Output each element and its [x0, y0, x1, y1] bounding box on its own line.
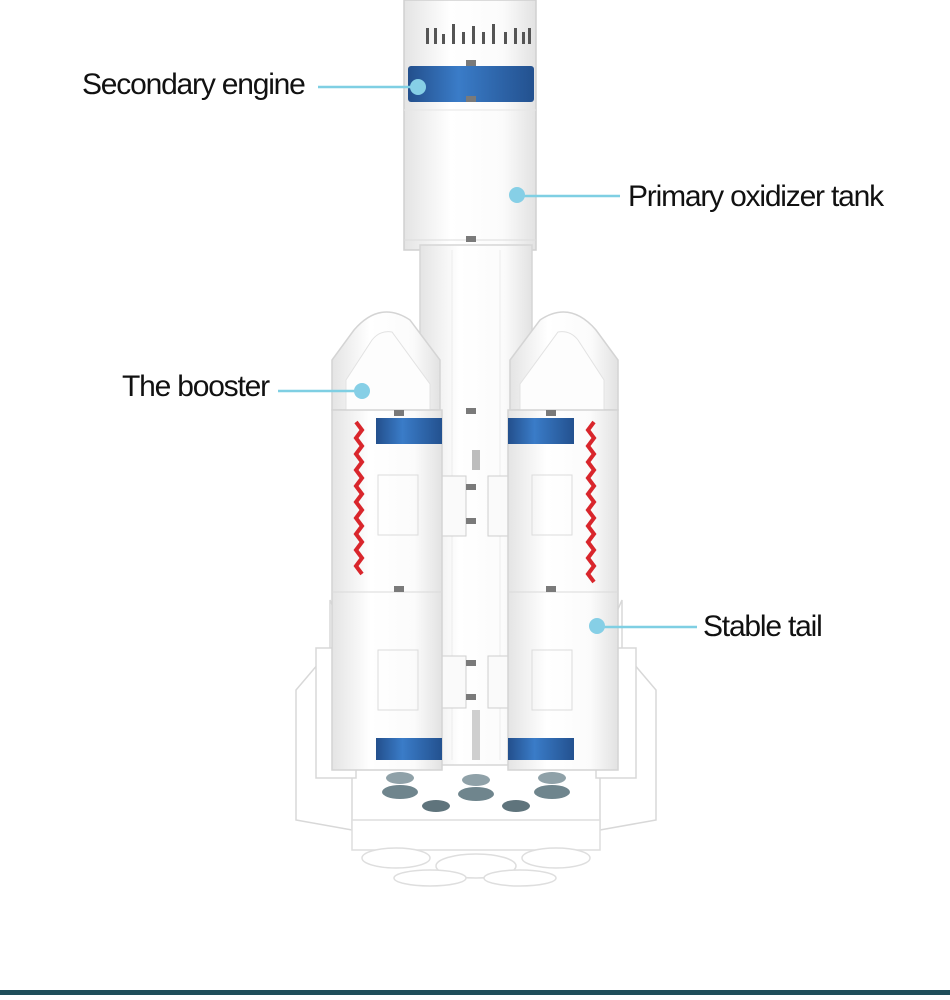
secondary-engine-label: Secondary engine: [82, 68, 306, 101]
secondary-engine-band: [408, 66, 534, 102]
right-red-stripe: [585, 420, 597, 584]
right-booster: [507, 311, 619, 771]
left-booster: [331, 311, 443, 771]
primary-oxidizer-tank-label: Primary oxidizer tank: [628, 180, 884, 213]
base-stand: [351, 819, 601, 887]
grille-marks: [426, 24, 531, 44]
booster-label: The booster: [122, 370, 270, 403]
stable-tail-label: Stable tail: [703, 610, 823, 643]
engine-nozzles: [382, 772, 570, 812]
leader-lines: [278, 79, 697, 634]
core-stage-upper: [403, 0, 537, 251]
bottom-divider-bar: [0, 990, 950, 995]
left-red-stripe: [353, 420, 365, 576]
